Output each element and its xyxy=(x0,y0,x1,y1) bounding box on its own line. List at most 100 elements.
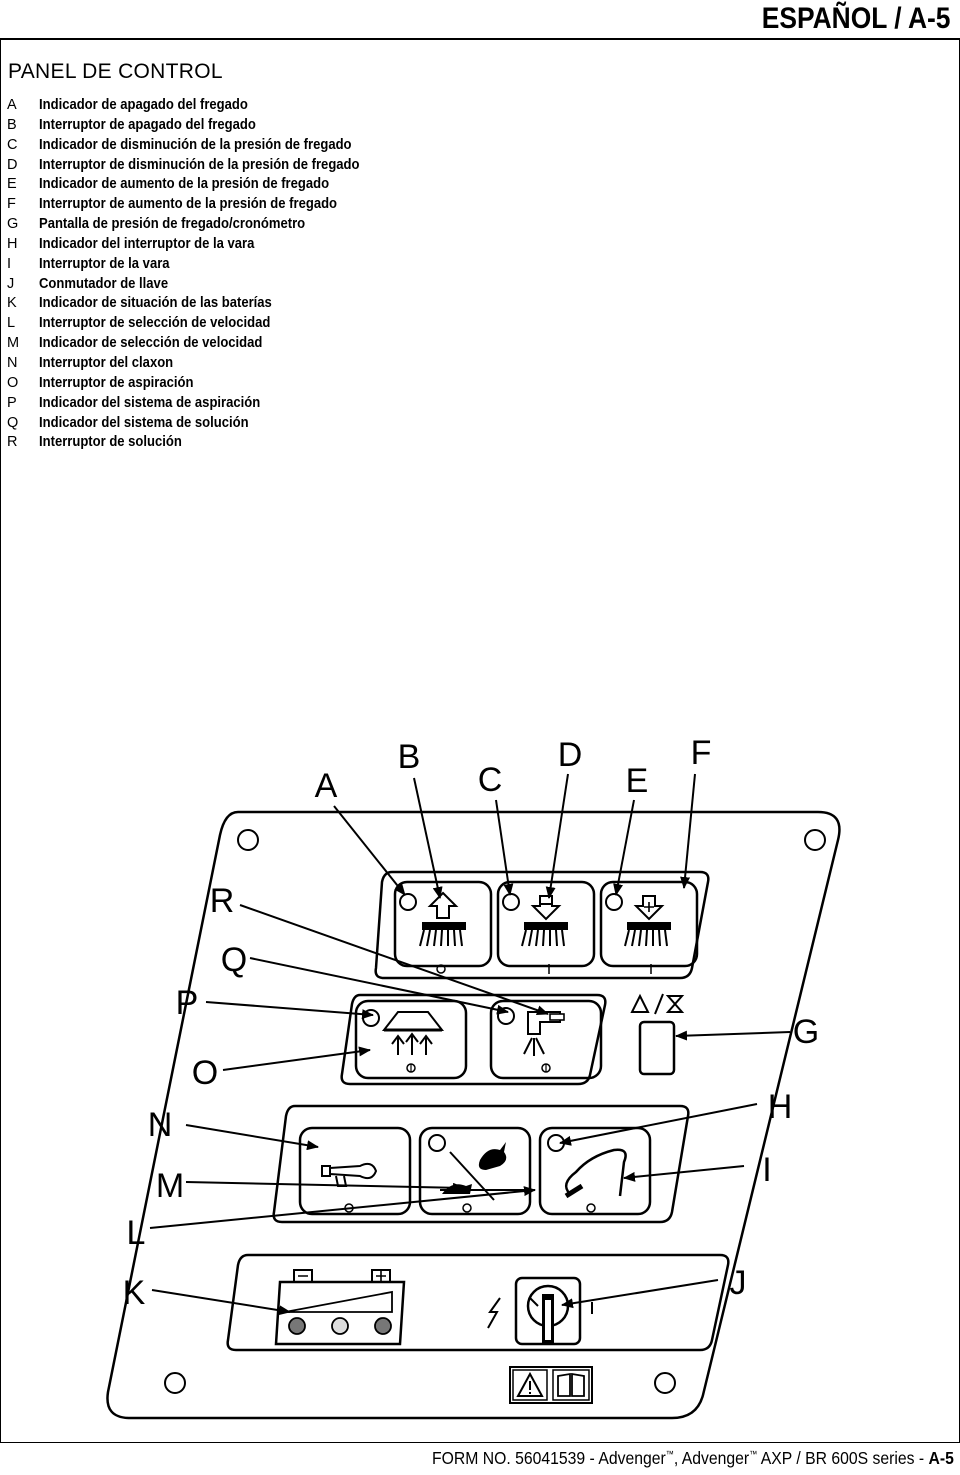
arrow-N xyxy=(185,1124,319,1151)
legend-text: Indicador del sistema de aspiración xyxy=(39,394,261,411)
wand-button xyxy=(538,1126,652,1216)
battery-icon xyxy=(274,1280,406,1346)
speed-indicator xyxy=(428,1134,446,1152)
legend-letter: E xyxy=(7,176,17,193)
pressure-timer-display xyxy=(638,1020,676,1076)
trademark-symbol: ™ xyxy=(665,1449,674,1460)
header-rule xyxy=(0,38,960,40)
callout-B: B xyxy=(398,738,421,776)
horn-button xyxy=(298,1126,412,1216)
legend-letter: D xyxy=(7,156,18,173)
legend-letter: O xyxy=(7,374,19,391)
legend-letter: G xyxy=(7,216,19,233)
arrow-H xyxy=(559,1103,758,1146)
callout-N: N xyxy=(148,1106,173,1144)
scrub-off-indicator xyxy=(399,893,417,911)
legend-text: Interruptor de selección de velocidad xyxy=(39,315,271,332)
arrow-K xyxy=(151,1289,291,1316)
callout-F: F xyxy=(691,734,712,772)
callout-I: I xyxy=(762,1151,771,1189)
page-header-title: ESPAÑOL / A-5 xyxy=(761,2,950,35)
battery-led xyxy=(331,1317,349,1335)
control-panel-diagram: A B C D E F G H I J K L M N O P Q R xyxy=(106,734,841,1420)
page-footer: FORM NO. 56041539 - Advenger™, Advenger™… xyxy=(432,1448,954,1469)
callout-C: C xyxy=(478,761,503,799)
callout-L: L xyxy=(127,1214,146,1252)
legend-letter: L xyxy=(7,315,16,332)
lightning-icon xyxy=(487,1297,501,1329)
arrow-M xyxy=(185,1181,465,1193)
panel-outline xyxy=(106,810,841,1420)
legend-item: F Interruptor de aumento de la presión de… xyxy=(7,195,395,215)
legend-letter: H xyxy=(7,235,18,252)
callout-P: P xyxy=(176,984,199,1022)
legend-letter: R xyxy=(7,434,18,451)
scrub-pressure-decrease-button xyxy=(496,880,596,968)
scrub-decrease-indicator xyxy=(502,893,520,911)
callout-O: O xyxy=(192,1054,218,1092)
legend-item: G Pantalla de presión de fregado/cronómet… xyxy=(7,215,395,235)
legend-item: R Interruptor de solución xyxy=(7,433,395,453)
arrow-G xyxy=(675,1030,791,1041)
callout-J: J xyxy=(730,1264,747,1302)
legend-text: Interruptor del claxon xyxy=(39,354,174,371)
brush-plus-icon xyxy=(633,895,665,921)
mounting-hole xyxy=(164,1372,186,1394)
mounting-hole xyxy=(654,1372,676,1394)
arrow-P xyxy=(205,1001,374,1020)
mounting-hole xyxy=(804,829,826,851)
legend-letter: Q xyxy=(7,414,19,431)
legend-item: N Interruptor del claxon xyxy=(7,354,395,374)
legend-item: B Interruptor de apagado del fregado xyxy=(7,116,395,136)
arrow-O xyxy=(222,1046,371,1071)
vacuum-section-frame xyxy=(340,993,607,1086)
rabbit-icon xyxy=(478,1142,507,1170)
legend-text: Interruptor de la vara xyxy=(39,255,170,272)
warning-triangle-icon xyxy=(630,993,650,1013)
wand-icon xyxy=(564,1148,627,1197)
callout-R: R xyxy=(210,882,235,920)
legend-letter: K xyxy=(7,295,17,312)
vacuum-indicator xyxy=(362,1009,380,1027)
warning-icon xyxy=(516,1371,544,1397)
callout-G: G xyxy=(793,1013,819,1051)
legend-letter: F xyxy=(7,196,16,213)
legend-text: Indicador de aumento de la presión de fr… xyxy=(39,176,330,193)
callout-H: H xyxy=(768,1088,793,1126)
legend-text: Indicador de apagado del fregado xyxy=(39,97,248,113)
legend-letter: B xyxy=(7,116,17,133)
legend-letter: N xyxy=(7,354,18,371)
brush-up-icon xyxy=(427,891,459,919)
legend-text: Indicador de disminución de la presión d… xyxy=(39,136,352,153)
legend-text: Conmutador de llave xyxy=(39,275,169,292)
callout-M: M xyxy=(156,1167,184,1205)
horn-icon xyxy=(321,1162,378,1180)
control-section-frame xyxy=(272,1104,690,1224)
legend-letter: M xyxy=(7,335,20,352)
scrub-section-frame xyxy=(374,870,710,980)
legend-letter: J xyxy=(7,275,15,292)
brush-icon xyxy=(422,922,466,930)
scrub-increase-indicator xyxy=(605,893,623,911)
legend-text: Interruptor de solución xyxy=(39,434,182,451)
legend-item: J Conmutador de llave xyxy=(7,275,395,295)
legend-text: Interruptor de apagado del fregado xyxy=(39,116,256,133)
manual-book-icon xyxy=(557,1372,585,1397)
arrow-Q xyxy=(249,957,509,1015)
legend-text: Pantalla de presión de fregado/cronómetr… xyxy=(39,216,306,233)
arrow-A xyxy=(333,805,406,896)
legend-text: Interruptor de aumento de la presión de … xyxy=(39,196,338,213)
arrow-J xyxy=(561,1279,719,1309)
callout-K: K xyxy=(123,1274,146,1312)
arrow-I xyxy=(623,1165,745,1182)
vacuum-button xyxy=(354,999,468,1080)
